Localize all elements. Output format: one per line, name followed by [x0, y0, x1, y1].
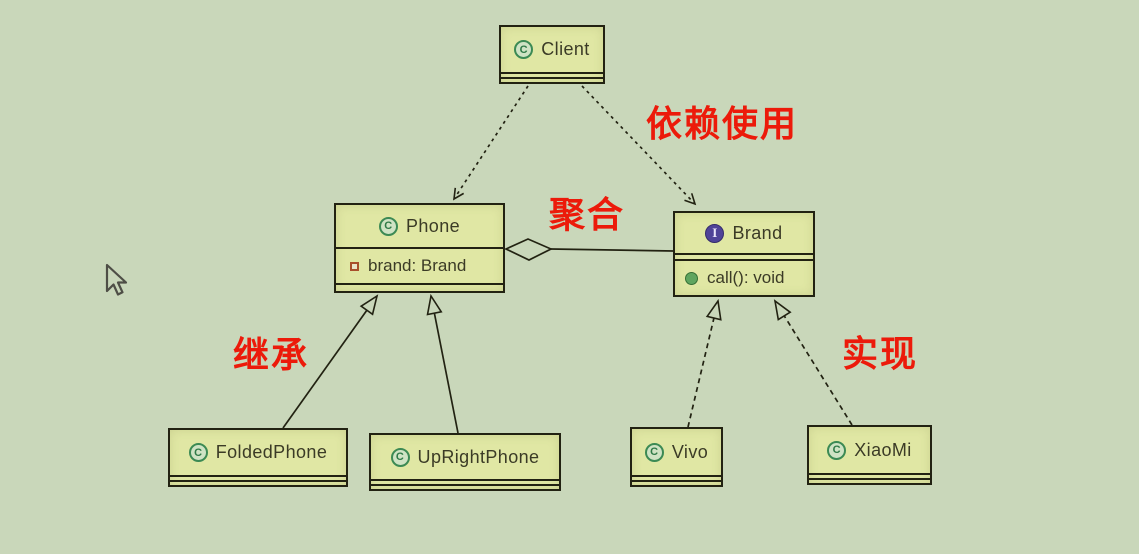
class-icon: C — [644, 442, 664, 462]
empty-compartment — [170, 475, 346, 480]
empty-compartment — [809, 478, 930, 483]
empty-compartment — [632, 475, 721, 480]
class-title: C Client — [501, 27, 603, 72]
interface-icon: I — [705, 223, 725, 243]
annotation-inheritance-label: 继承 — [233, 334, 310, 375]
class-name: Phone — [405, 215, 461, 236]
empty-compartment — [170, 480, 346, 485]
method-row: call(): void — [675, 259, 813, 295]
interface-name: Brand — [732, 222, 783, 243]
method-icon — [685, 271, 698, 285]
edge-aggregation-phone-brand — [550, 248, 674, 252]
class-title: C XiaoMi — [809, 427, 930, 473]
class-icon: C — [378, 216, 398, 236]
class-node-vivo: C Vivo — [630, 427, 723, 487]
edge-dependency-client-phone — [453, 85, 529, 201]
edge-generalization-uprightphone-phone — [426, 293, 459, 434]
class-node-xiaomi: C XiaoMi — [807, 425, 932, 485]
class-title: C Phone — [336, 205, 503, 247]
annotation-aggregation-label: 聚合 — [549, 194, 626, 235]
interface-title: I Brand — [675, 213, 813, 253]
empty-compartment — [371, 479, 559, 484]
empty-compartment — [336, 283, 503, 291]
empty-compartment — [675, 253, 813, 259]
method-label: call(): void — [707, 268, 785, 287]
class-node-client: C Client — [499, 25, 605, 84]
class-title: C FoldedPhone — [170, 430, 346, 475]
empty-compartment — [809, 473, 930, 478]
class-icon: C — [827, 440, 847, 460]
class-name: FoldedPhone — [215, 442, 328, 462]
mouse-cursor-icon — [105, 263, 128, 296]
class-name: XiaoMi — [854, 439, 912, 460]
class-name: Client — [541, 39, 590, 59]
class-name: Vivo — [671, 441, 709, 462]
field-label: brand: Brand — [368, 256, 467, 275]
class-node-foldedphone: C FoldedPhone — [168, 428, 348, 487]
class-icon: C — [390, 447, 410, 467]
annotation-realization-label: 实现 — [842, 333, 919, 374]
empty-compartment — [632, 480, 721, 485]
class-node-phone: C Phone brand: Brand — [334, 203, 505, 293]
empty-compartment — [371, 484, 559, 489]
empty-compartment — [501, 77, 603, 82]
empty-compartment — [501, 72, 603, 77]
annotation-dependency-label: 依赖使用 — [646, 103, 799, 144]
field-row: brand: Brand — [336, 247, 503, 283]
aggregation-diamond — [503, 238, 554, 261]
interface-node-brand: I Brand call(): void — [673, 211, 815, 297]
edge-realization-vivo-brand — [687, 298, 722, 428]
field-icon — [350, 261, 359, 271]
class-node-uprightphone: C UpRightPhone — [369, 433, 561, 491]
class-title: C Vivo — [632, 429, 721, 475]
class-icon: C — [188, 443, 208, 462]
class-title: C UpRightPhone — [371, 435, 559, 479]
class-name: UpRightPhone — [417, 446, 540, 467]
class-icon: C — [514, 40, 534, 59]
edge-realization-xiaomi-brand — [773, 299, 853, 426]
